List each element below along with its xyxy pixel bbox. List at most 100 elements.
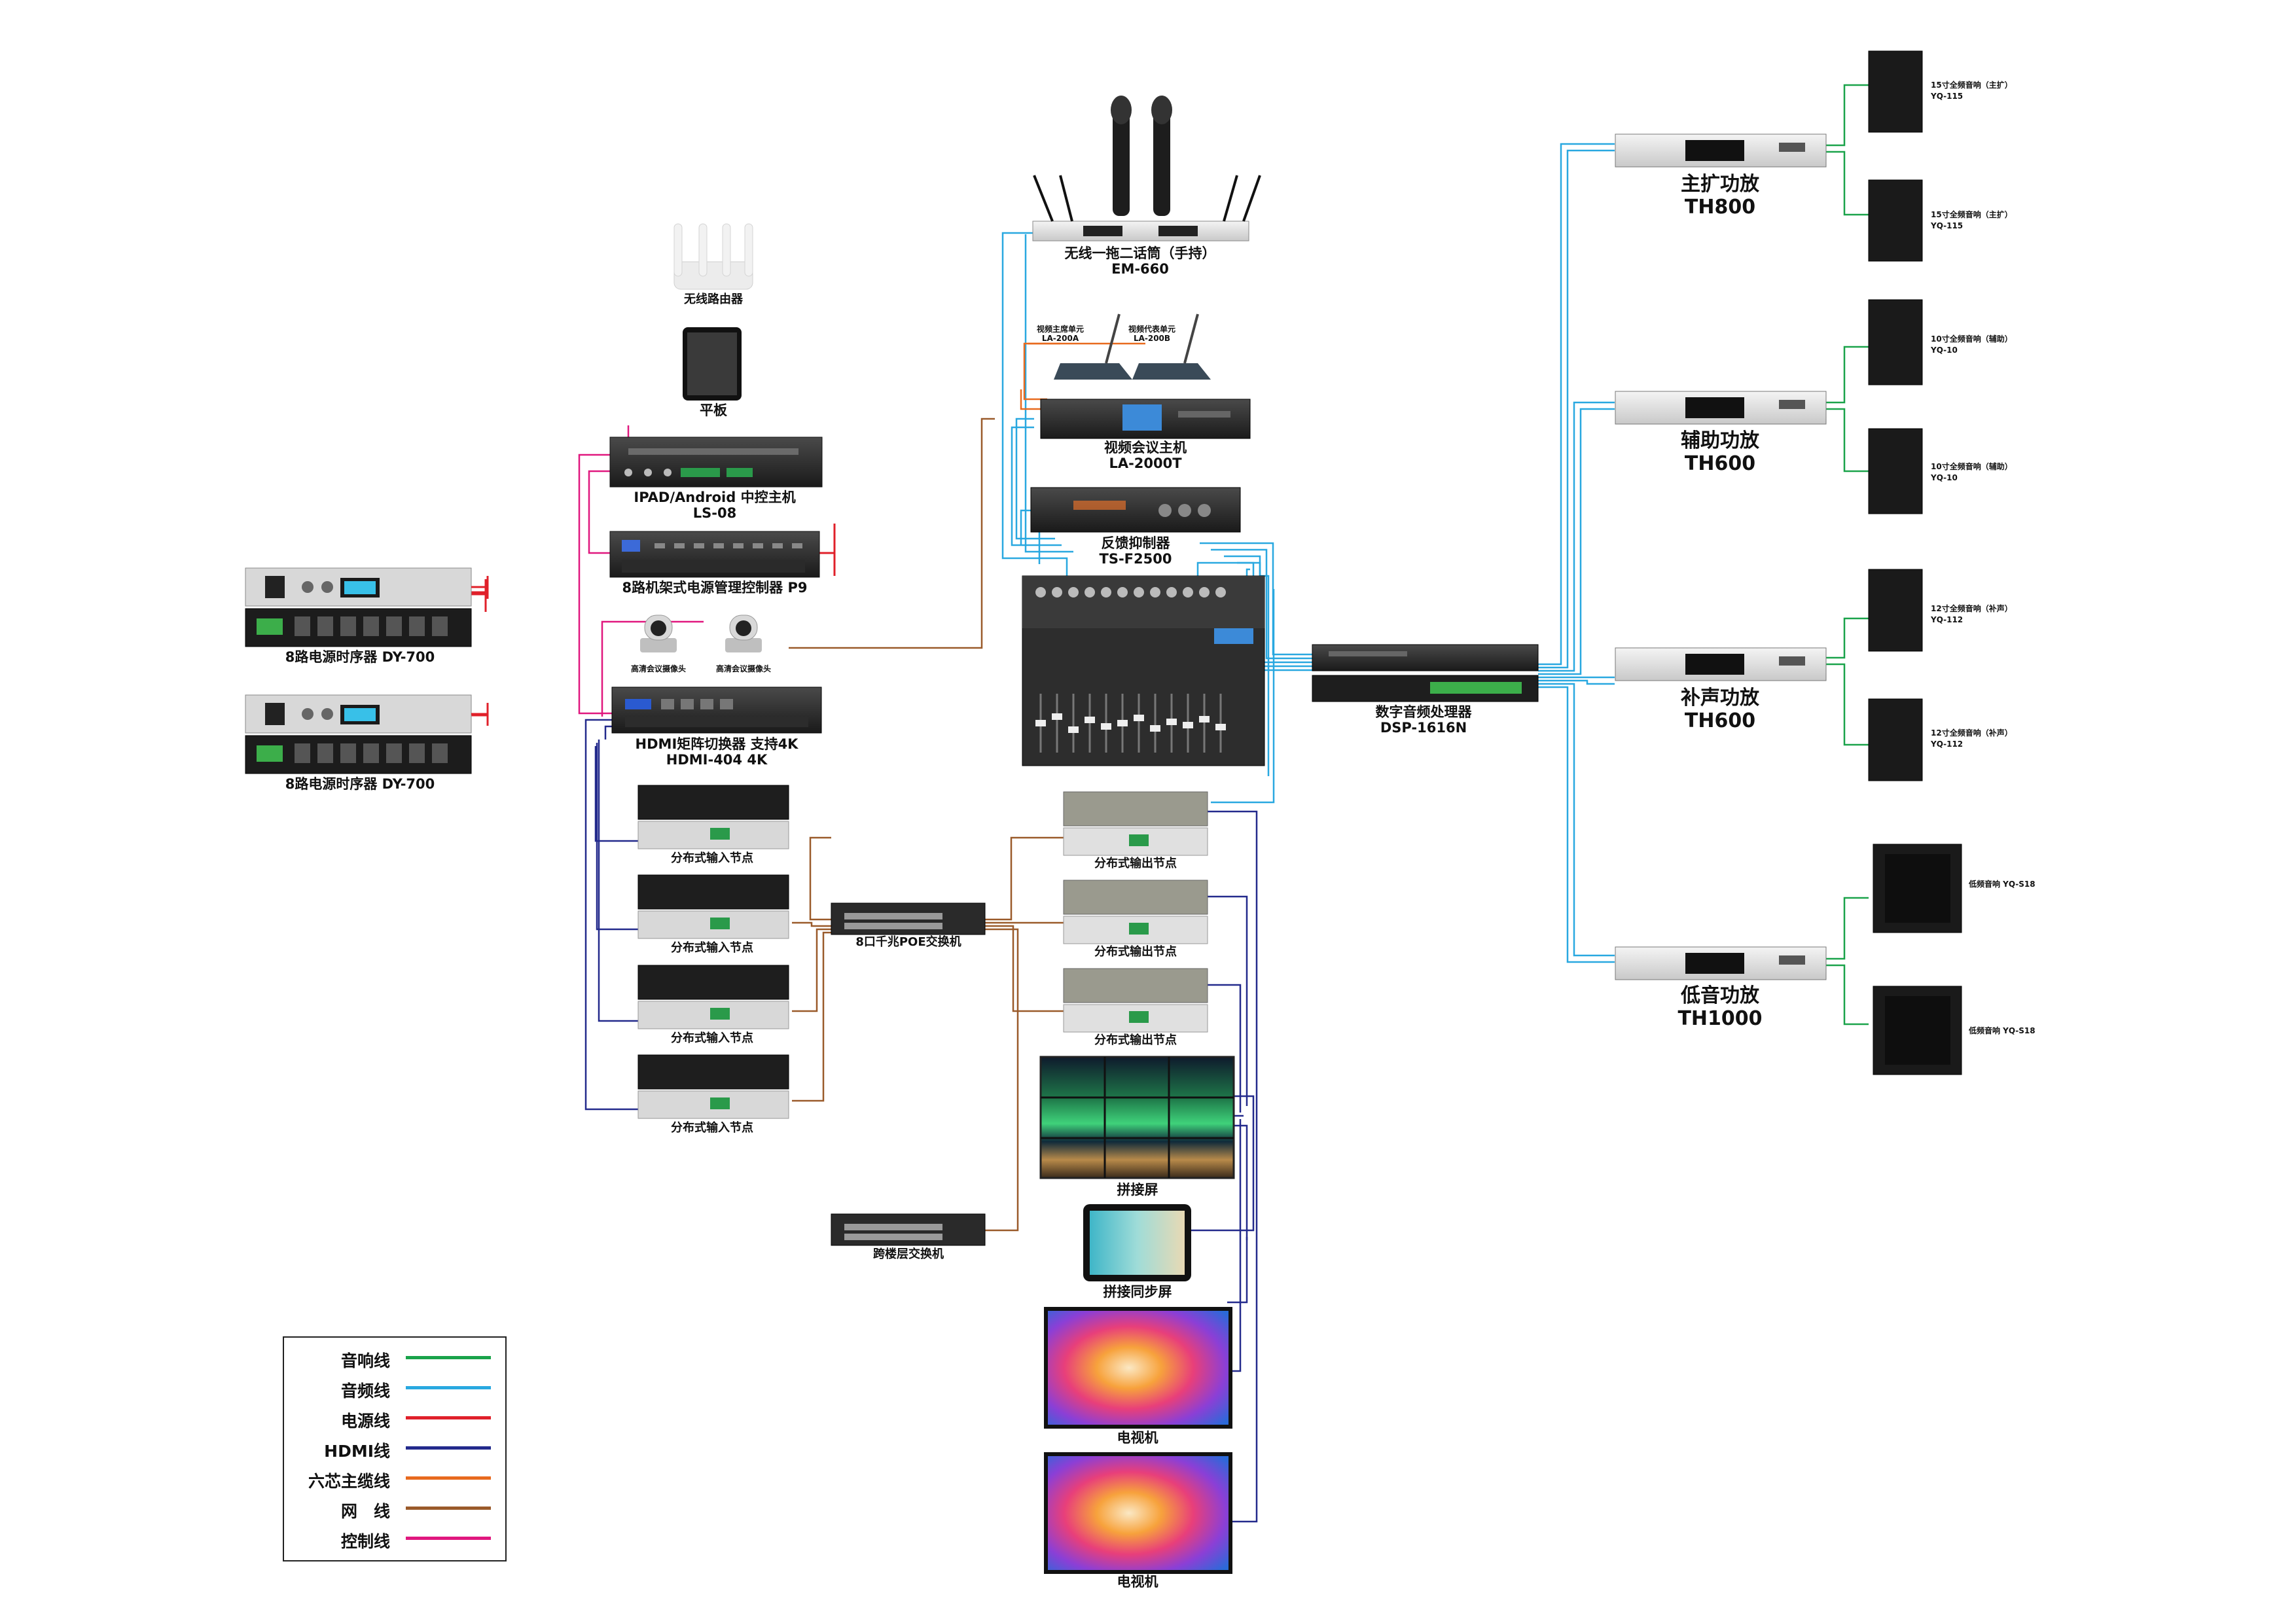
conference-host-model: LA-2000T: [1109, 455, 1182, 472]
poe-switch-label: 8口千兆POE交换机: [855, 935, 961, 949]
speaker-3-model: YQ-10: [1931, 346, 1958, 355]
camera-2-label: 高清会议摄像头: [715, 664, 772, 673]
legend-row-speaker: 音响线: [284, 1348, 505, 1370]
chair-unit-name: 视频主席单元: [1036, 325, 1085, 334]
control-host-name: IPAD/Android 中控主机: [634, 490, 796, 505]
speaker-1-name: 15寸全频音响（主扩）: [1931, 80, 2013, 90]
amp-aux-name: 辅助功放: [1681, 429, 1759, 452]
control-host-label: IPAD/Android 中控主机 LS-08: [634, 490, 795, 521]
conference-host-device: [1040, 399, 1251, 439]
legend-label: 网 线: [340, 1502, 390, 1521]
video-wall-device: [1039, 1056, 1235, 1179]
chair-unit-device: [1054, 313, 1132, 380]
input-node-3-device: [637, 965, 789, 1029]
speaker-6-device: [1868, 698, 1923, 781]
amp-main-label: 主扩功放 TH800: [1681, 173, 1759, 219]
amp-fill-model: TH600: [1684, 709, 1756, 732]
feedback-suppressor-model: TS-F2500: [1099, 551, 1172, 567]
feedback-suppressor-name: 反馈抑制器: [1101, 535, 1170, 551]
wireless-mic-model: EM-660: [1111, 261, 1169, 277]
floor-switch-label: 跨楼层交换机: [873, 1247, 944, 1261]
speaker-4-name: 10寸全频音响（辅助）: [1931, 462, 2013, 471]
network-cables: [789, 418, 1064, 1232]
legend-swatch: [406, 1476, 491, 1480]
speaker-1-device: [1868, 50, 1923, 133]
legend-row-power: 电源线: [284, 1408, 505, 1431]
output-node-3-device: [1063, 968, 1208, 1033]
speaker-8-name: 低频音响 YQ-S18: [1969, 1026, 2036, 1035]
legend-swatch: [406, 1416, 491, 1419]
legend-label: HDMI线: [324, 1442, 390, 1461]
speaker-8-label: 低频音响 YQ-S18: [1969, 1026, 2036, 1037]
amp-fill-device: [1615, 647, 1827, 681]
dsp-name: 数字音频处理器: [1375, 704, 1472, 720]
feedback-suppressor-device: [1030, 487, 1241, 533]
output-node-2-label: 分布式输出节点: [1094, 945, 1177, 959]
delegate-unit-label: 视频代表单元 LA-200B: [1128, 325, 1175, 344]
sequencer-2-device: [245, 694, 472, 774]
speaker-7-label: 低频音响 YQ-S18: [1969, 879, 2036, 890]
speaker-2-model: YQ-115: [1931, 221, 1964, 231]
legend-row-network: 网 线: [284, 1499, 505, 1521]
chair-unit-model: LA-200A: [1041, 333, 1079, 343]
cable-legend: 音响线 音频线 电源线 HDMI线 六芯主缆线 网 线 控制线: [283, 1336, 507, 1561]
wireless-mic-name: 无线一拖二话筒（手持）: [1064, 245, 1216, 261]
legend-swatch: [406, 1356, 491, 1359]
control-host-model: LS-08: [692, 505, 737, 522]
hdmi-matrix-name: HDMI矩阵切换器 支持4K: [635, 736, 798, 752]
speaker-5-device: [1868, 569, 1923, 652]
speaker-4-label: 10寸全频音响（辅助） YQ-10: [1931, 461, 2013, 484]
dsp-device: [1312, 644, 1539, 702]
delegate-unit-model: LA-200B: [1133, 333, 1171, 343]
power-manager-label: 8路机架式电源管理控制器 P9: [622, 580, 808, 596]
legend-swatch: [406, 1446, 491, 1450]
tv-1-label: 电视机: [1117, 1430, 1158, 1446]
output-node-3-label: 分布式输出节点: [1094, 1033, 1177, 1047]
legend-row-hdmi: HDMI线: [284, 1438, 505, 1461]
speaker-2-name: 15寸全频音响（主扩）: [1931, 210, 2013, 219]
tv-2-device: [1044, 1452, 1232, 1574]
amp-aux-device: [1615, 391, 1827, 425]
legend-row-control: 控制线: [284, 1529, 505, 1551]
amp-aux-label: 辅助功放 TH600: [1681, 429, 1759, 475]
input-node-1-label: 分布式输入节点: [671, 851, 753, 865]
camera-2-device: [725, 615, 762, 652]
mixer-device: [1022, 575, 1265, 766]
input-node-1-device: [637, 785, 789, 849]
speaker-1-model: YQ-115: [1931, 92, 1964, 101]
output-node-1-device: [1063, 791, 1208, 856]
speaker-6-name: 12寸全频音响（补声）: [1931, 728, 2013, 738]
legend-row-six-core: 六芯主缆线: [284, 1469, 505, 1491]
tablet-device: [683, 327, 742, 401]
sync-screen-label: 拼接同步屏: [1103, 1284, 1172, 1300]
sequencer-1-label: 8路电源时序器 DY-700: [285, 649, 435, 665]
legend-label: 六芯主缆线: [308, 1472, 390, 1491]
speaker-5-name: 12寸全频音响（补声）: [1931, 604, 2013, 613]
input-node-3-label: 分布式输入节点: [671, 1031, 753, 1045]
amp-main-name: 主扩功放: [1681, 173, 1759, 196]
camera-1-label: 高清会议摄像头: [630, 664, 687, 673]
dsp-label: 数字音频处理器 DSP-1616N: [1376, 704, 1472, 736]
speaker-6-model: YQ-112: [1931, 740, 1964, 749]
amp-sub-label: 低音功放 TH1000: [1677, 984, 1763, 1030]
camera-1-device: [640, 615, 677, 652]
conference-host-label: 视频会议主机 LA-2000T: [1104, 440, 1187, 471]
output-node-1-label: 分布式输出节点: [1094, 857, 1177, 870]
poe-switch-device: [831, 902, 986, 935]
tv-2-label: 电视机: [1117, 1574, 1158, 1590]
router-label: 无线路由器: [684, 293, 743, 306]
speaker-3-name: 10寸全频音响（辅助）: [1931, 334, 2013, 344]
legend-swatch: [406, 1507, 491, 1510]
amp-aux-model: TH600: [1684, 452, 1756, 475]
sequencer-2-label: 8路电源时序器 DY-700: [285, 776, 435, 792]
legend-label: 控制线: [340, 1532, 390, 1551]
hdmi-cables: [584, 719, 1258, 1523]
hdmi-matrix-model: HDMI-404 4K: [666, 752, 768, 768]
dsp-model: DSP-1616N: [1380, 720, 1467, 736]
conference-host-name: 视频会议主机: [1104, 440, 1187, 455]
amp-sub-model: TH1000: [1677, 1007, 1763, 1030]
feedback-suppressor-label: 反馈抑制器 TS-F2500: [1100, 535, 1172, 567]
amp-fill-name: 补声功放: [1681, 687, 1759, 709]
wireless-mic-device: [1032, 96, 1261, 241]
speaker-6-label: 12寸全频音响（补声） YQ-112: [1931, 728, 2013, 751]
